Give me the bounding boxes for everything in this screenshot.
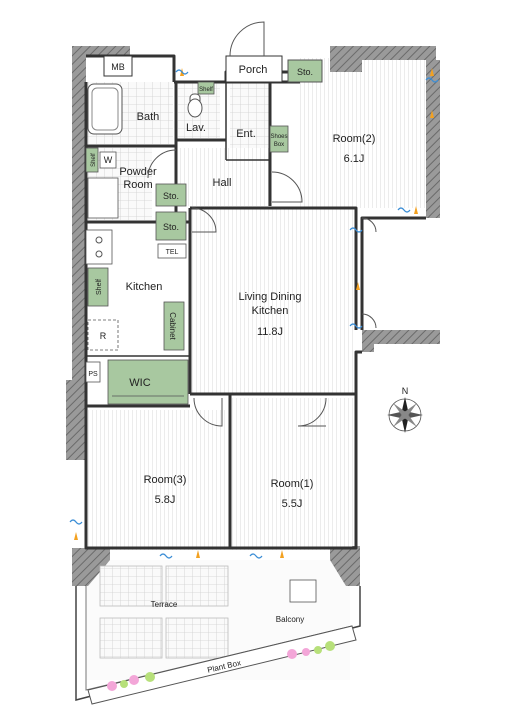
lavatory-label: Lav. [186,122,206,134]
ldk-size: 11.8J [257,326,283,338]
terrace-label: Terrace [151,600,178,609]
shoes-box-label-2: Box [274,142,284,148]
washer-label: W [104,155,113,165]
shoes-box-label-1: Shoes [270,134,287,140]
balcony-label: Balcony [276,615,304,624]
room2-door-swing[interactable] [271,171,303,203]
shelf-powder [85,147,99,173]
room2-label: Room(2) [333,133,376,145]
flower-decorations [107,641,335,691]
washer [99,151,117,169]
room1-door-swing[interactable] [297,397,327,427]
shelf-kitchen-label: Shelf [96,279,103,295]
window-swings [361,217,377,329]
room2-size: 6.1J [344,153,365,165]
storage-room2 [287,59,323,83]
storage-room2-label: Sto. [297,67,313,77]
compass-rose [387,397,423,433]
mb-box [103,55,133,77]
walk-in-closet [107,359,189,405]
tel-label: TEL [166,249,179,256]
ps-label: PS [88,371,98,378]
refrigerator [87,319,119,351]
terrace-area [99,565,229,659]
cabinet-label: Cabinet [168,312,177,340]
toilet [187,98,203,118]
mb-label: MB [111,62,125,72]
kitchen-label: Kitchen [126,281,163,293]
cabinet [163,301,185,351]
storage-hall-1 [155,183,187,207]
front-door-swing[interactable] [229,21,265,57]
refrigerator-label: R [100,331,107,341]
interior-walls [86,82,270,357]
ldk-door-swing[interactable] [191,207,217,233]
compass-north-label: N [402,386,409,396]
powder-door-swing[interactable] [147,149,177,179]
ps-box [85,361,101,383]
shoes-box [269,125,289,153]
window-markers [69,68,439,559]
room3-door-swing[interactable] [193,397,223,427]
bath-label: Bath [137,111,160,123]
stove [85,229,113,265]
ldk-label-1: Living Dining [239,291,302,303]
ac-outdoor-unit [289,579,317,603]
powder-room-label-2: Room [123,179,152,191]
room1-label: Room(1) [271,478,314,490]
shelf-powder-label: Shelf [91,153,97,167]
entrance-label: Ent. [236,128,256,140]
porch-area [225,55,283,83]
wic-label: WIC [129,377,150,389]
room1-size: 5.5J [282,498,303,510]
storage-hall-2-label: Sto. [163,222,179,232]
ldk-label-2: Kitchen [252,305,289,317]
tel-box [157,243,187,259]
storage-hall-2 [155,211,187,241]
plant-box [87,625,357,705]
storage-hall-1-label: Sto. [163,191,179,201]
shelf-kitchen [87,267,109,307]
porch-label: Porch [239,64,268,76]
room3-label: Room(3) [144,474,187,486]
bathtub [87,83,123,135]
powder-room-label-1: Powder [119,166,157,178]
shelf-toilet [197,81,215,95]
room3-size: 5.8J [155,494,176,506]
vanity [87,177,119,219]
hall-label: Hall [213,177,232,189]
shelf-toilet-label: Shelf [199,87,213,93]
